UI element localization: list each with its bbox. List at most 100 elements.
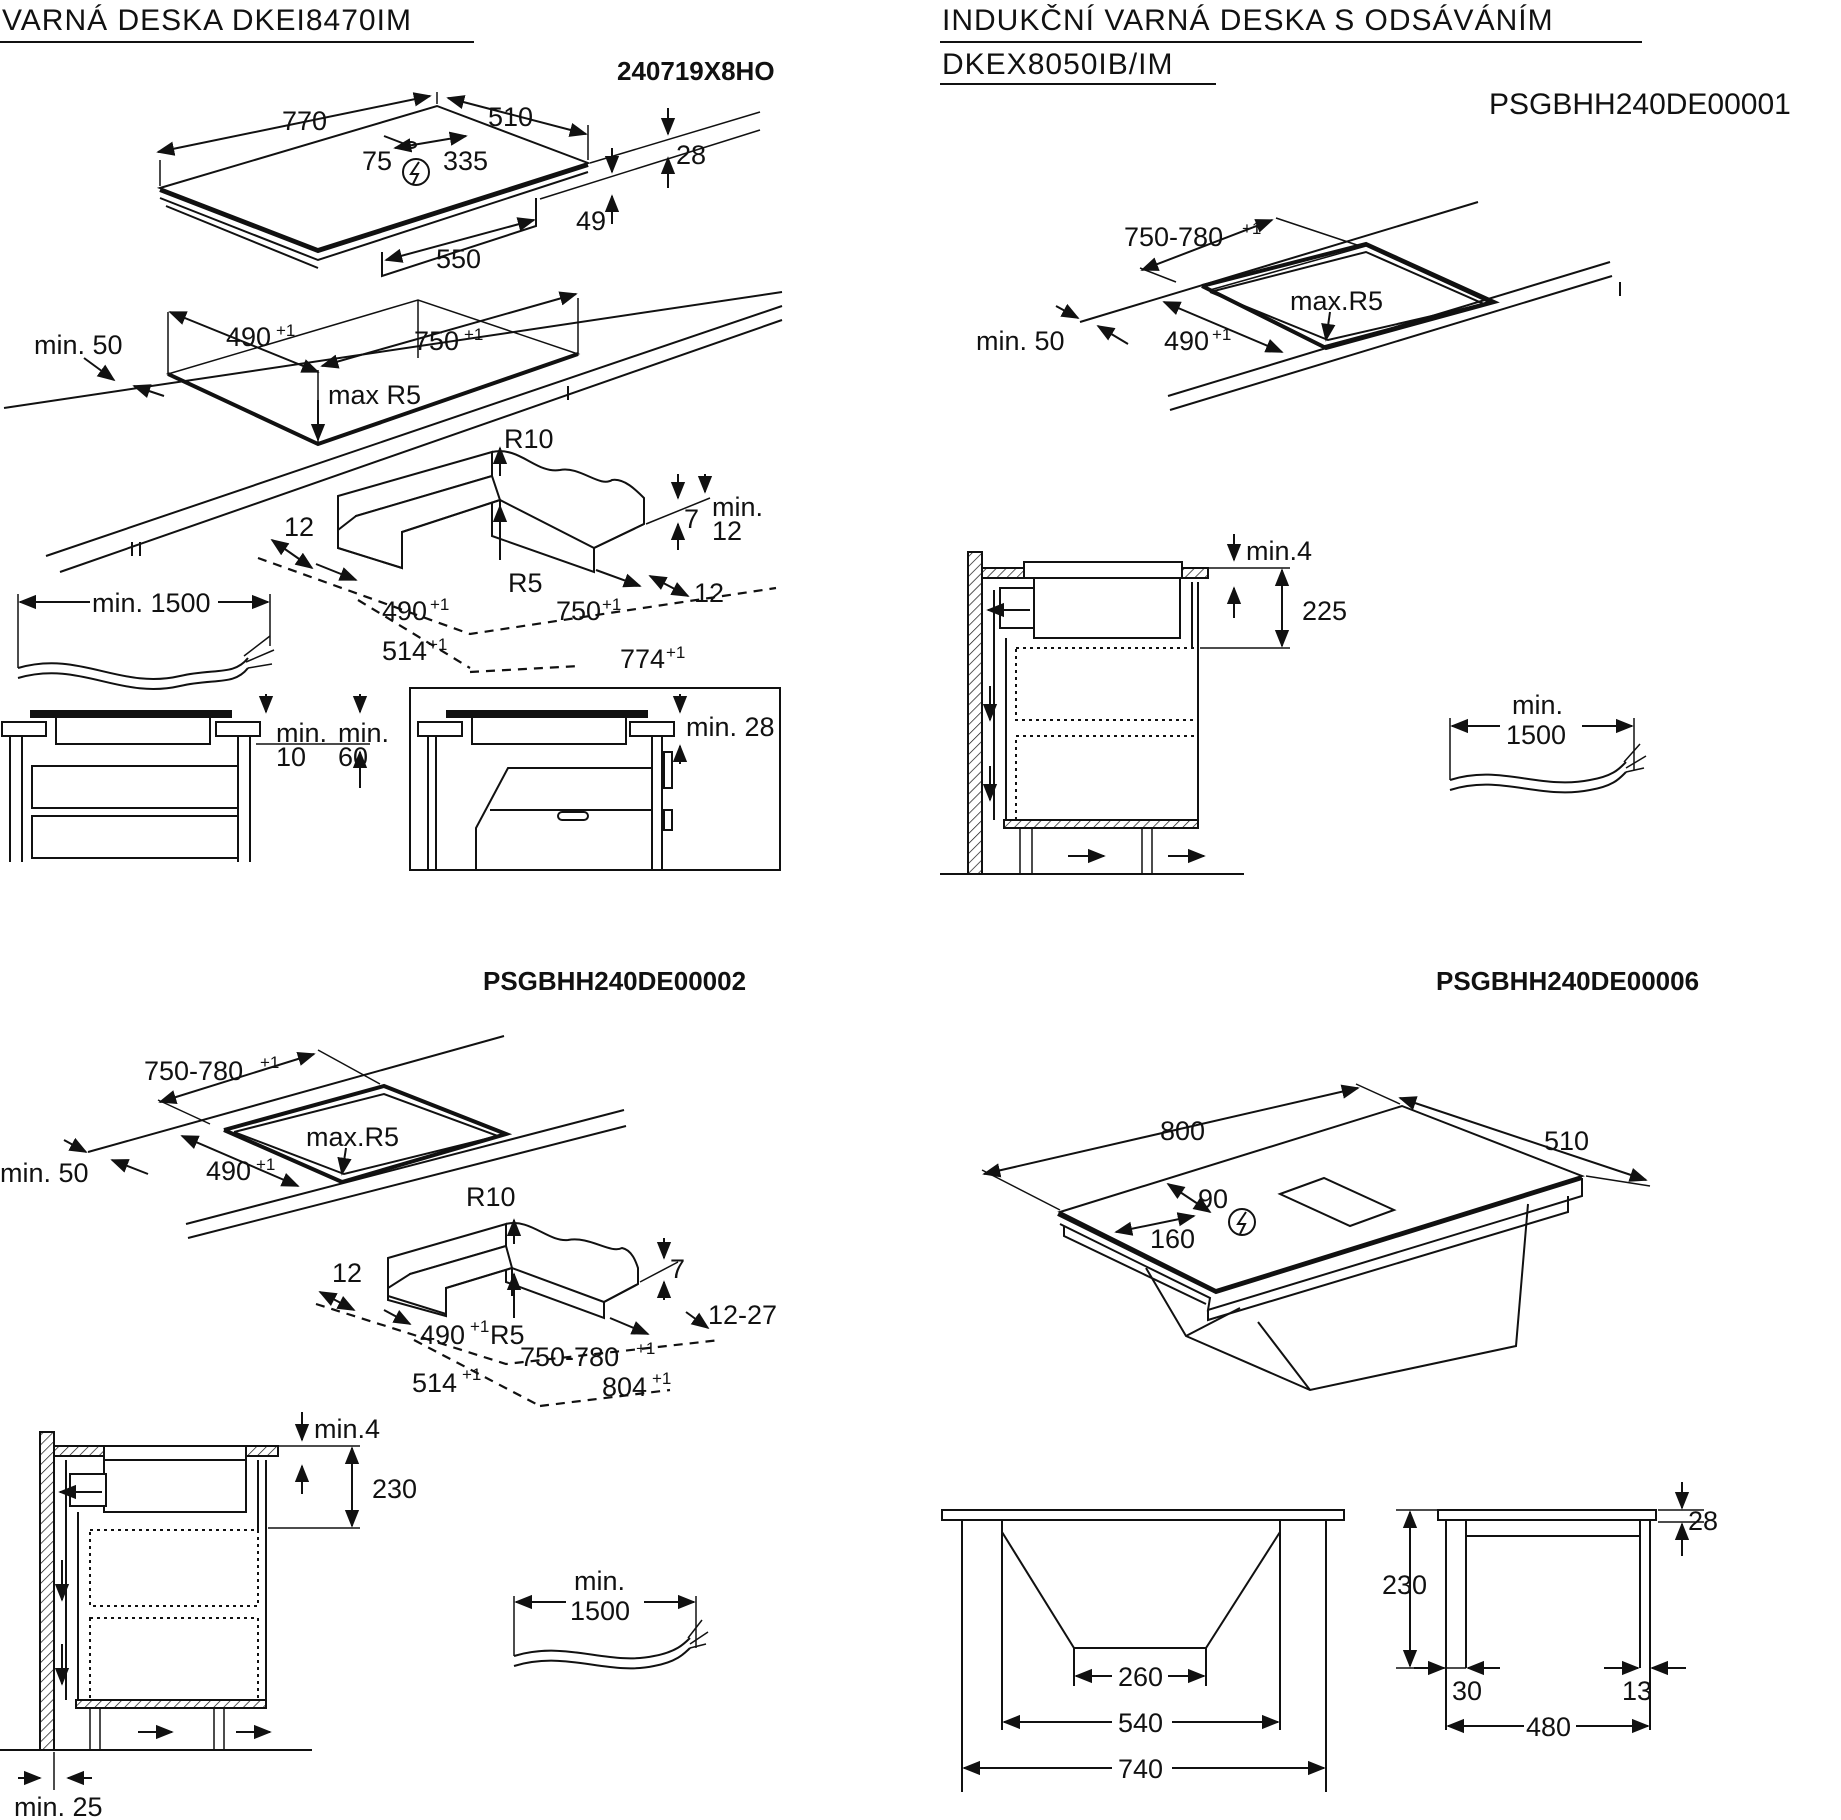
svg-text:+1: +1 bbox=[602, 595, 621, 614]
svg-text:+1: +1 bbox=[276, 321, 295, 340]
svg-text:28: 28 bbox=[676, 140, 706, 170]
svg-text:480: 480 bbox=[1526, 1712, 1571, 1742]
panel-a-frame-profile: R10 12 7 min. 12 R5 12 490 +1 750 +1 514… bbox=[257, 424, 777, 674]
panel-c-cutout: 750-780 +1 min. 50 490 +1 max.R5 bbox=[0, 1035, 627, 1239]
svg-text:12: 12 bbox=[694, 578, 724, 608]
svg-text:min. 25: min. 25 bbox=[14, 1792, 103, 1820]
svg-text:R5: R5 bbox=[508, 568, 543, 598]
panel-a-section-left: min. 10 min. 60 bbox=[1, 694, 389, 862]
svg-text:min. 50: min. 50 bbox=[34, 330, 123, 360]
svg-text:28: 28 bbox=[1688, 1506, 1718, 1536]
svg-text:800: 800 bbox=[1160, 1116, 1205, 1146]
svg-text:+1: +1 bbox=[428, 635, 447, 654]
svg-text:13: 13 bbox=[1622, 1676, 1652, 1706]
svg-text:1500: 1500 bbox=[570, 1596, 630, 1626]
svg-text:90: 90 bbox=[1198, 1184, 1228, 1214]
svg-text:min.4: min.4 bbox=[314, 1414, 380, 1444]
svg-text:1500: 1500 bbox=[1506, 720, 1566, 750]
svg-text:230: 230 bbox=[372, 1474, 417, 1504]
panel-d-side-section: 28 230 30 13 480 bbox=[1382, 1482, 1718, 1742]
svg-text:550: 550 bbox=[436, 244, 481, 274]
svg-text:max R5: max R5 bbox=[328, 380, 421, 410]
svg-text:min. 1500: min. 1500 bbox=[92, 588, 211, 618]
code-240719x8ho: 240719X8HO bbox=[617, 56, 775, 86]
panel-a-section-right: min. 28 bbox=[409, 687, 781, 871]
svg-text:160: 160 bbox=[1150, 1224, 1195, 1254]
svg-text:+1: +1 bbox=[470, 1317, 489, 1336]
svg-text:804: 804 bbox=[602, 1372, 647, 1402]
svg-text:min. 28: min. 28 bbox=[686, 712, 775, 742]
panel-a-hob-perspective: 770 510 28 75 335 49 550 bbox=[156, 92, 761, 278]
svg-text:514: 514 bbox=[412, 1368, 457, 1398]
svg-text:750: 750 bbox=[556, 596, 601, 626]
svg-text:750: 750 bbox=[414, 326, 459, 356]
svg-text:+1: +1 bbox=[256, 1155, 275, 1174]
svg-text:12: 12 bbox=[284, 512, 314, 542]
panel-c-cable: min. 1500 bbox=[513, 1566, 709, 1670]
svg-text:49: 49 bbox=[576, 206, 606, 236]
heading-hob-b: INDUKČNÍ VARNÁ DESKA S ODSÁVÁNÍM DKEX805… bbox=[940, 3, 1642, 85]
panel-a-cutout: min. 50 490 +1 750 +1 max R5 bbox=[3, 291, 783, 573]
svg-text:740: 740 bbox=[1118, 1754, 1163, 1784]
svg-text:510: 510 bbox=[1544, 1126, 1589, 1156]
panel-c-frame-profile: R10 12 7 12-27 490 +1 R5 750-780 +1 514 … bbox=[315, 1182, 777, 1408]
svg-text:+1: +1 bbox=[430, 595, 449, 614]
svg-text:+1: +1 bbox=[1212, 325, 1231, 344]
svg-text:490: 490 bbox=[206, 1156, 251, 1186]
svg-text:490: 490 bbox=[226, 322, 271, 352]
heading-hob-a: VARNÁ DESKA DKEI8470IM bbox=[0, 4, 474, 43]
panel-c-section: min.4 230 min. 25 bbox=[0, 1412, 417, 1820]
svg-text:+1: +1 bbox=[666, 643, 685, 662]
panel-d-hob-perspective: 800 510 90 160 bbox=[981, 1083, 1651, 1392]
svg-text:514: 514 bbox=[382, 636, 427, 666]
svg-text:225: 225 bbox=[1302, 596, 1347, 626]
svg-text:335: 335 bbox=[443, 146, 488, 176]
code-psgbhh240de00001: PSGBHH240DE00001 bbox=[1489, 88, 1791, 121]
svg-text:min.: min. bbox=[574, 1566, 625, 1596]
svg-text:INDUKČNÍ VARNÁ DESKA S ODSÁVÁN: INDUKČNÍ VARNÁ DESKA S ODSÁVÁNÍM bbox=[942, 3, 1554, 37]
svg-text:750-780: 750-780 bbox=[144, 1056, 243, 1086]
svg-text:R5: R5 bbox=[490, 1320, 525, 1350]
svg-text:+1: +1 bbox=[1242, 219, 1261, 238]
svg-text:VARNÁ DESKA DKEI8470IM: VARNÁ DESKA DKEI8470IM bbox=[2, 4, 412, 37]
svg-text:12: 12 bbox=[712, 516, 742, 546]
panel-b-cable: min. 1500 bbox=[1449, 690, 1647, 794]
panel-b-cutout: 750-780 +1 min. 50 490 +1 max.R5 bbox=[976, 201, 1621, 411]
svg-text:min. 50: min. 50 bbox=[0, 1158, 89, 1188]
svg-text:min.4: min.4 bbox=[1246, 536, 1312, 566]
svg-text:230: 230 bbox=[1382, 1570, 1427, 1600]
svg-text:490: 490 bbox=[1164, 326, 1209, 356]
svg-text:min. 50: min. 50 bbox=[976, 326, 1065, 356]
svg-text:490: 490 bbox=[382, 596, 427, 626]
panel-b-section: min.4 225 bbox=[940, 534, 1347, 875]
svg-text:DKEX8050IB/IM: DKEX8050IB/IM bbox=[942, 48, 1173, 81]
svg-text:75: 75 bbox=[362, 146, 392, 176]
svg-text:770: 770 bbox=[282, 106, 327, 136]
svg-text:7: 7 bbox=[684, 504, 699, 534]
svg-text:750-780: 750-780 bbox=[1124, 222, 1223, 252]
panel-d-front-section: 260 540 740 bbox=[941, 1509, 1345, 1792]
svg-text:+1: +1 bbox=[462, 1365, 481, 1384]
svg-text:490: 490 bbox=[420, 1320, 465, 1350]
svg-text:60: 60 bbox=[338, 742, 368, 772]
svg-text:540: 540 bbox=[1118, 1708, 1163, 1738]
svg-text:12: 12 bbox=[332, 1258, 362, 1288]
svg-text:min.: min. bbox=[712, 492, 763, 522]
svg-text:30: 30 bbox=[1452, 1676, 1482, 1706]
svg-text:R10: R10 bbox=[466, 1182, 516, 1212]
svg-text:+1: +1 bbox=[464, 325, 483, 344]
svg-text:R10: R10 bbox=[504, 424, 554, 454]
svg-text:10: 10 bbox=[276, 742, 306, 772]
panel-a-cable: min. 1500 bbox=[17, 588, 275, 691]
code-psgbhh240de00006: PSGBHH240DE00006 bbox=[1436, 966, 1699, 996]
svg-text:max.R5: max.R5 bbox=[1290, 286, 1383, 316]
code-psgbhh240de00002: PSGBHH240DE00002 bbox=[483, 966, 746, 996]
svg-text:+1: +1 bbox=[636, 1339, 655, 1358]
svg-text:260: 260 bbox=[1118, 1662, 1163, 1692]
svg-text:774: 774 bbox=[620, 644, 665, 674]
svg-text:min.: min. bbox=[338, 718, 389, 748]
svg-text:min.: min. bbox=[276, 718, 327, 748]
svg-text:510: 510 bbox=[488, 102, 533, 132]
svg-text:+1: +1 bbox=[652, 1369, 671, 1388]
